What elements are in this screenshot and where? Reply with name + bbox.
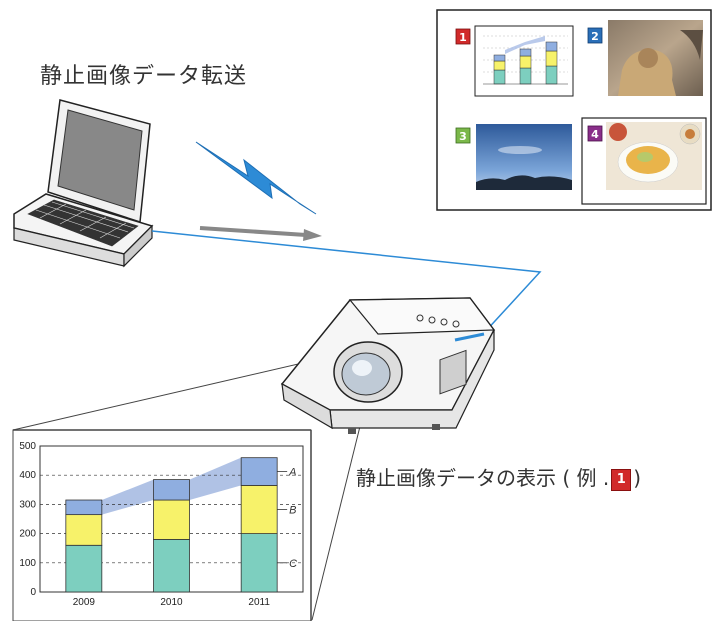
bar-segment	[65, 514, 103, 546]
badge-4	[587, 125, 603, 142]
treeline-icon	[476, 175, 572, 190]
lion-icon	[618, 49, 676, 96]
projector-icon	[280, 297, 496, 434]
badge-2-label: 2	[591, 30, 599, 43]
badge-2	[587, 27, 603, 44]
transfer-arrow-icon	[199, 226, 322, 241]
bar-segment	[153, 499, 190, 540]
wireless-signal-icon	[195, 141, 317, 215]
bar-segment	[65, 544, 103, 593]
stacked-bar-chart: 0 100 200 300 400 500 2009 2010 2011 C B A	[19, 441, 303, 608]
thumbnail-4[interactable]: 4	[581, 117, 707, 205]
badge-3-label: 3	[459, 130, 467, 143]
y-tick-label: 100	[19, 558, 36, 569]
projected-chart-panel: 0 100 200 300 400 500 2009 2010 2011 C B A	[12, 429, 312, 621]
y-tick-label: 500	[19, 441, 36, 452]
badge-4-label: 4	[591, 128, 599, 141]
bar-segment	[240, 457, 278, 486]
y-tick-label: 0	[30, 587, 36, 598]
badge-3	[455, 127, 471, 144]
x-tick-label: 2011	[248, 597, 270, 608]
badge-1-label: 1	[459, 31, 467, 44]
x-tick-label: 2010	[160, 597, 183, 608]
bar-segment	[153, 539, 190, 593]
display-caption: 静止画像データの表示 ( 例 .1)	[356, 462, 641, 491]
page-title: 静止画像データ転送	[40, 64, 248, 89]
bar-segment	[240, 485, 278, 535]
y-tick-label: 300	[19, 499, 36, 510]
series-label: C	[289, 558, 297, 570]
badge-1	[455, 28, 471, 45]
bar-segment	[65, 499, 103, 516]
thumbnail-1[interactable]: 1	[455, 25, 574, 97]
y-tick-label: 400	[19, 470, 36, 481]
thumbnail-2[interactable]: 2	[587, 20, 703, 96]
thumbnail-3[interactable]: 3	[455, 124, 572, 190]
laptop-icon	[13, 99, 154, 268]
series-label: A	[288, 467, 296, 479]
caption-text-end: )	[633, 466, 642, 490]
bar-segment	[153, 479, 190, 501]
series-label: B	[289, 505, 296, 517]
caption-text: 静止画像データの表示 ( 例 .	[356, 466, 610, 490]
thumbnail-panel: 1 2	[436, 9, 712, 211]
bar-segment	[240, 533, 278, 593]
x-tick-label: 2009	[73, 597, 96, 608]
caption-badge-1: 1	[611, 468, 632, 491]
thumbnail-chart-mini	[483, 35, 568, 85]
y-tick-label: 200	[19, 529, 36, 540]
